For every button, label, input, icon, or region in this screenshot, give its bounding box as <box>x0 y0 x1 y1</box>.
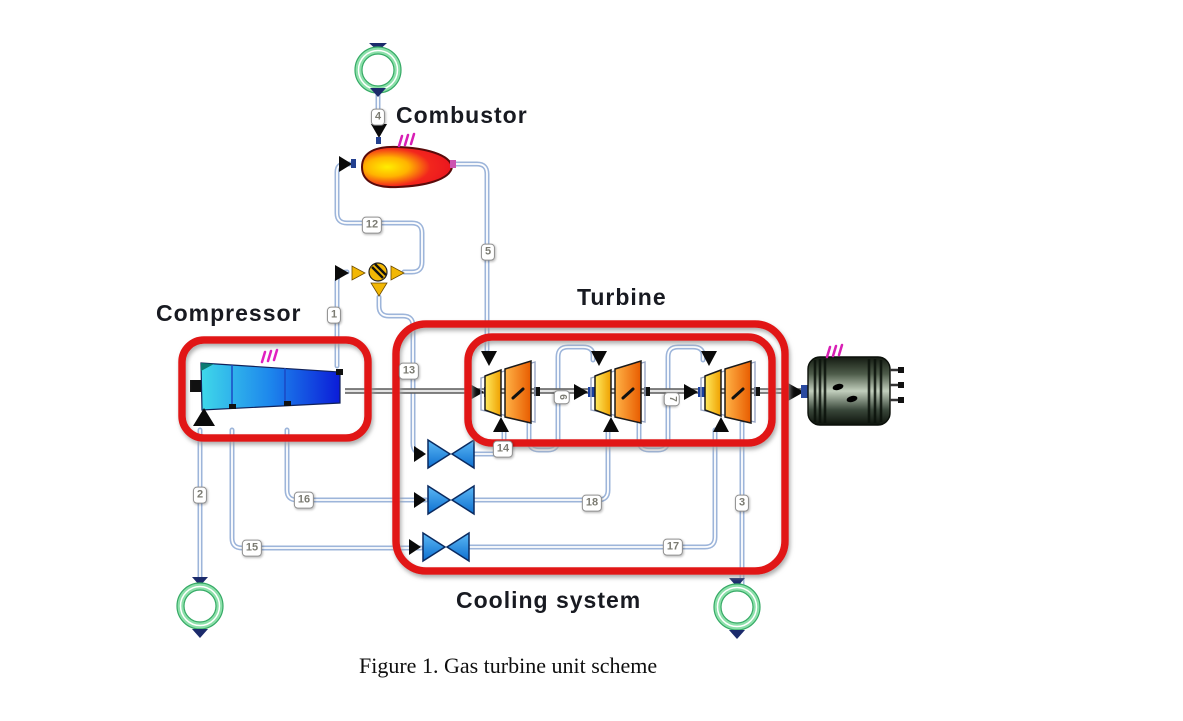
terminal-pins-icon <box>890 367 904 403</box>
stream-label-5: 5 <box>480 243 496 261</box>
stream-label-4: 4 <box>370 108 386 126</box>
intake-arrow-icon <box>193 408 215 426</box>
stream-label-18: 18 <box>581 494 603 512</box>
stream-label-2: 2 <box>192 486 208 504</box>
stream-label-15: 15 <box>241 539 263 557</box>
cooling-valve-icon <box>409 438 475 563</box>
flame-ticks-icon <box>397 132 416 148</box>
stream-label-17: 17 <box>662 538 684 556</box>
splitter-valve-icon <box>335 262 405 297</box>
generator-icon <box>801 343 904 426</box>
combustor-icon <box>339 124 456 189</box>
stream-label-12: 12 <box>361 216 383 234</box>
turbine-highlight-box <box>464 333 776 447</box>
turbine-stage-icon <box>480 351 756 432</box>
compressor-highlight-box <box>178 336 372 442</box>
figure-caption: Figure 1. Gas turbine unit scheme <box>359 653 658 678</box>
stream-label-16: 16 <box>293 491 315 509</box>
stream-label-13: 13 <box>398 362 420 380</box>
boundary-node-icon <box>176 43 761 639</box>
turbine-title: Turbine <box>577 284 667 310</box>
air-inlet-arrow-icon <box>339 156 352 172</box>
highlight-boxes <box>178 320 789 575</box>
cooling-system-title: Cooling system <box>456 587 642 613</box>
stream-label-6: 6 <box>554 390 570 404</box>
flame-ticks-icon <box>260 348 279 364</box>
stream-label-7: 7 <box>664 392 680 406</box>
shaft-arrow-icon <box>470 383 804 401</box>
stream-label-14: 14 <box>492 440 514 458</box>
fuel-inlet-arrow-icon <box>371 124 387 138</box>
combustor-title: Combustor <box>396 102 528 128</box>
compressor-title: Compressor <box>156 300 302 326</box>
flame-ticks-icon <box>825 343 844 359</box>
stream-label-3: 3 <box>734 494 750 512</box>
stream-label-1: 1 <box>326 306 342 324</box>
compressor-icon <box>190 348 343 426</box>
cooling-system-highlight-box <box>392 320 789 575</box>
